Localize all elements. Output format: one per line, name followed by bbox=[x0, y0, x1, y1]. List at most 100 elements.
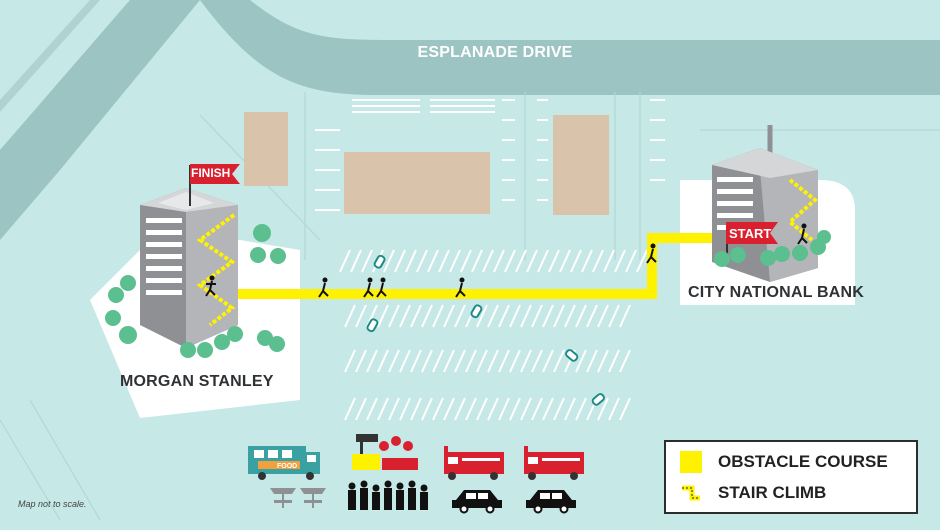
parking-stripe bbox=[427, 249, 439, 273]
parking-stripe bbox=[487, 397, 499, 421]
parking-stripe bbox=[498, 349, 510, 373]
parking-stripe bbox=[410, 397, 422, 421]
parking-stripe bbox=[443, 349, 455, 373]
parking-stripe bbox=[410, 349, 422, 373]
parking-stripe bbox=[542, 397, 554, 421]
runner-icons bbox=[318, 243, 657, 298]
stair-climb-path bbox=[196, 213, 236, 327]
parking-stripe bbox=[388, 349, 400, 373]
parking-stripe bbox=[553, 304, 565, 328]
fire-truck-icon bbox=[524, 446, 584, 480]
legend-label: STAIR CLIMB bbox=[718, 483, 827, 502]
parking-stripe bbox=[498, 397, 510, 421]
parking-stripe bbox=[344, 304, 356, 328]
food-truck-icon bbox=[248, 446, 320, 480]
parking-stripe bbox=[476, 304, 488, 328]
parking-stripe bbox=[559, 249, 571, 273]
parking-stripe bbox=[421, 304, 433, 328]
parking-stripe bbox=[410, 304, 422, 328]
parking-stripe bbox=[377, 349, 389, 373]
parking-stripe bbox=[443, 397, 455, 421]
parking-stripe bbox=[366, 397, 378, 421]
parking-stripe bbox=[377, 397, 389, 421]
parking-lots-bottom bbox=[339, 249, 648, 421]
parking-stripe bbox=[443, 304, 455, 328]
parking-stripe bbox=[388, 304, 400, 328]
parking-stripe bbox=[432, 397, 444, 421]
parking-stripe bbox=[619, 397, 631, 421]
parking-stripe bbox=[465, 397, 477, 421]
parking-stripe bbox=[432, 349, 444, 373]
stair-step-icon bbox=[682, 485, 700, 501]
street-label: ESPLANADE DRIVE bbox=[417, 44, 573, 61]
police-car-icon bbox=[452, 490, 502, 514]
parking-stripe bbox=[553, 349, 565, 373]
vendor-booth-icon bbox=[352, 434, 418, 470]
parking-stripe bbox=[361, 249, 373, 273]
parking-stripe bbox=[597, 304, 609, 328]
parking-stripe bbox=[575, 304, 587, 328]
parking-stripe bbox=[394, 249, 406, 273]
parking-pads bbox=[244, 112, 609, 215]
legend-item-obstacle-course: OBSTACLE COURSE bbox=[680, 450, 888, 474]
parking-stripe bbox=[625, 249, 637, 273]
parking-stripe bbox=[344, 349, 356, 373]
parking-stripe bbox=[399, 397, 411, 421]
city-national-bank-label: CITY NATIONAL BANK bbox=[688, 284, 865, 301]
parking-stripe bbox=[603, 249, 615, 273]
parking-stripe bbox=[608, 349, 620, 373]
parking-stripe bbox=[542, 304, 554, 328]
picnic-table-icon bbox=[270, 488, 326, 508]
obstacle-course-path bbox=[232, 233, 730, 299]
parking-stripe bbox=[355, 349, 367, 373]
parking-stripe bbox=[619, 304, 631, 328]
parking-stripe bbox=[531, 349, 543, 373]
parking-stripe bbox=[520, 304, 532, 328]
start-flag-label: START bbox=[729, 226, 772, 241]
parking-stripe bbox=[388, 397, 400, 421]
parking-stripe bbox=[460, 249, 472, 273]
road-network bbox=[0, 0, 940, 240]
parking-stripe bbox=[432, 304, 444, 328]
parking-stripe bbox=[355, 304, 367, 328]
parking-stripe bbox=[471, 249, 483, 273]
parking-stripe bbox=[575, 397, 587, 421]
parking-stripe bbox=[383, 249, 395, 273]
parking-stripe bbox=[586, 349, 598, 373]
finish-flag-label: FINISH bbox=[191, 166, 231, 180]
parking-stripe bbox=[487, 349, 499, 373]
start-flag-icon bbox=[726, 222, 778, 244]
map-legend: OBSTACLE COURSE STAIR CLIMB bbox=[664, 440, 918, 514]
morgan-stanley-building-icon bbox=[140, 164, 240, 348]
parking-stripe bbox=[592, 249, 604, 273]
esplanade-drive-road bbox=[200, 0, 940, 95]
parking-stripe bbox=[454, 304, 466, 328]
parking-stripe bbox=[377, 304, 389, 328]
legend-item-stair-climb: STAIR CLIMB bbox=[680, 481, 826, 505]
parking-stripe bbox=[421, 349, 433, 373]
scale-note: Map not to scale. bbox=[18, 499, 87, 509]
parking-stripe bbox=[454, 349, 466, 373]
parking-stripe bbox=[526, 249, 538, 273]
legend-label: OBSTACLE COURSE bbox=[718, 452, 888, 471]
parking-stripe bbox=[487, 304, 499, 328]
parking-stripe bbox=[465, 349, 477, 373]
parking-stripe bbox=[553, 397, 565, 421]
parking-stripe bbox=[531, 397, 543, 421]
parking-stripe bbox=[564, 397, 576, 421]
parking-stripe bbox=[476, 397, 488, 421]
parking-stripe bbox=[405, 249, 417, 273]
parked-car-icons bbox=[366, 254, 605, 406]
parking-stripe bbox=[344, 397, 356, 421]
parking-stripe bbox=[586, 304, 598, 328]
runner-icon bbox=[205, 275, 216, 297]
parking-stripe bbox=[608, 304, 620, 328]
parking-stripe bbox=[339, 249, 351, 273]
parking-stripe bbox=[399, 349, 411, 373]
parking-stripe bbox=[597, 349, 609, 373]
parking-stripe bbox=[350, 249, 362, 273]
parking-stripe bbox=[449, 249, 461, 273]
parking-stripe bbox=[570, 249, 582, 273]
